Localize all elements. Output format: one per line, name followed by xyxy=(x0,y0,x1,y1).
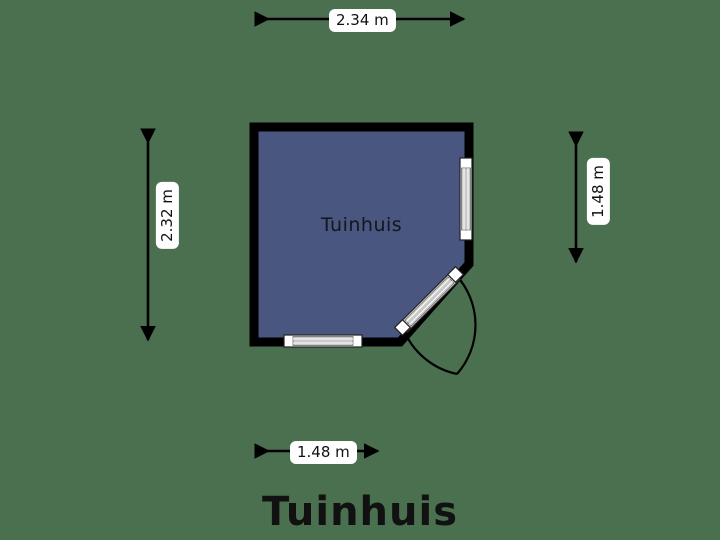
window-right xyxy=(459,157,473,241)
door-hinge-top xyxy=(446,265,465,284)
dimension-label-bottom: 1.48 m xyxy=(290,441,357,464)
dimension-label-top: 2.34 m xyxy=(329,9,396,32)
page-title: Tuinhuis xyxy=(261,489,459,535)
door-hinge-bottom xyxy=(393,318,412,337)
dimension-label-left: 2.32 m xyxy=(155,182,179,249)
door-panel xyxy=(397,269,462,334)
door-swing-arc xyxy=(401,327,458,376)
dimension-label-right: 1.48 m xyxy=(586,158,610,225)
window-bottom xyxy=(283,334,363,348)
room-name-label: Tuinhuis xyxy=(320,214,403,236)
door-swing-arc-lower xyxy=(455,274,477,375)
